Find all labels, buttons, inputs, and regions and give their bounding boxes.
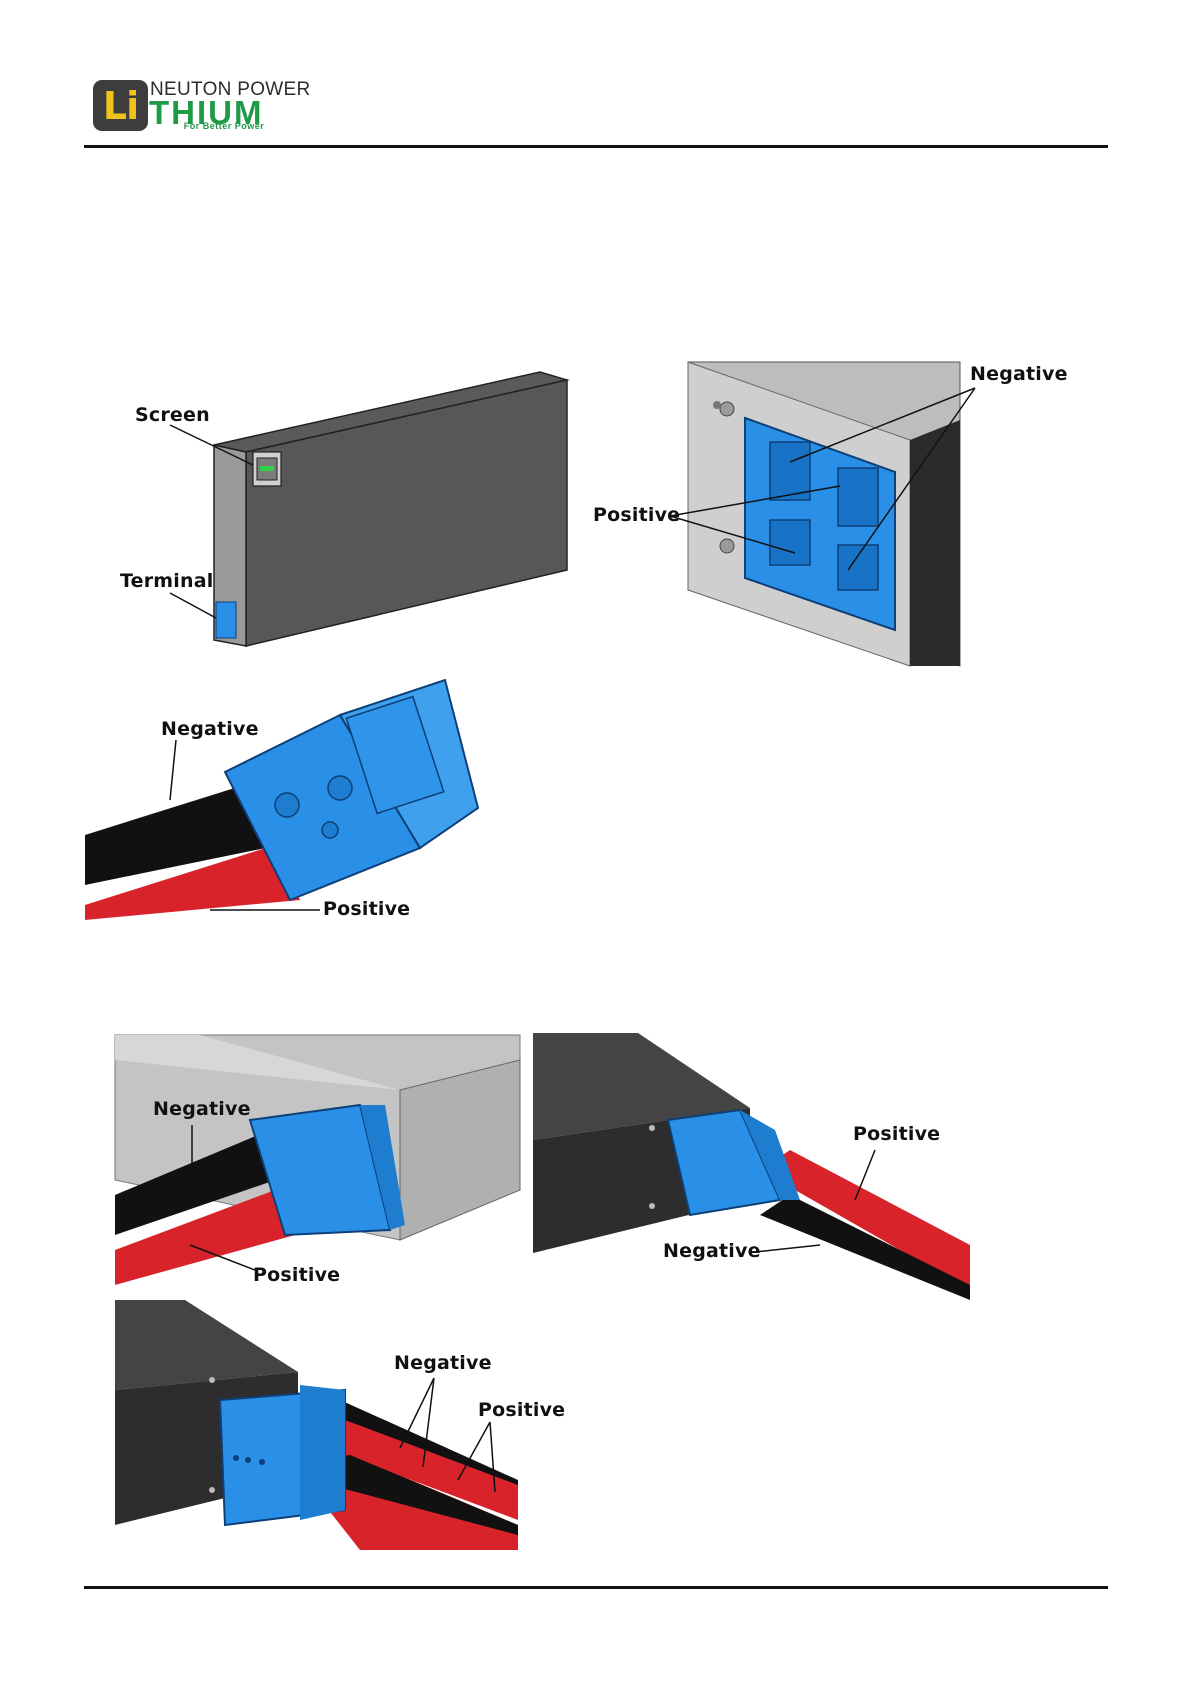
parallel-negative-label: Negative <box>394 1352 492 1374</box>
footer-divider <box>84 1586 1108 1589</box>
parallel-positive-label: Positive <box>478 1399 565 1421</box>
